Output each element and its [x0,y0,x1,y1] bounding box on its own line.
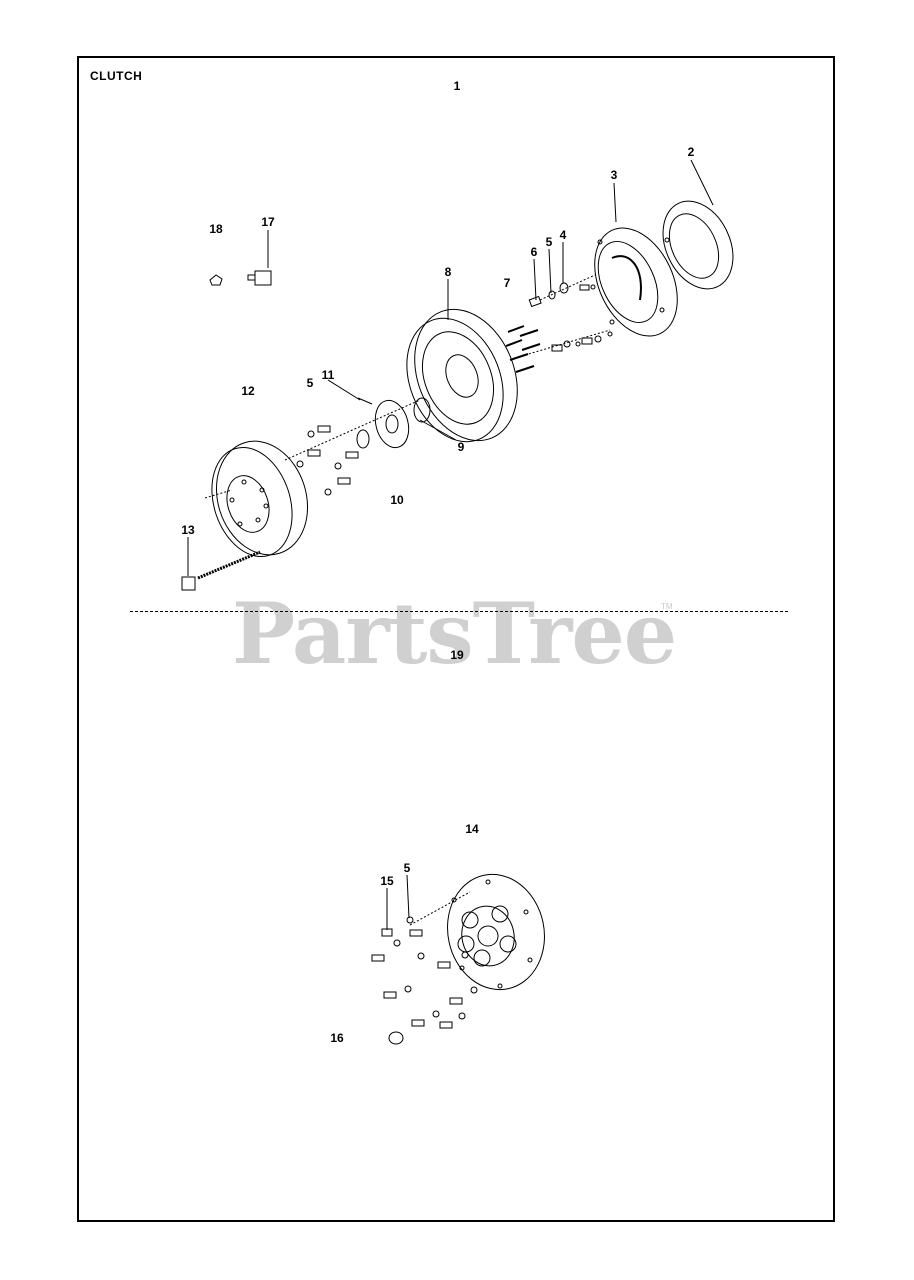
callout-8: 8 [444,265,452,279]
callout-5: 5 [306,376,314,390]
callout-10: 10 [390,493,404,507]
part-8-clutch-drum [406,279,518,443]
callout-6: 6 [530,245,538,259]
callout-11: 11 [321,368,335,382]
callout-14: 14 [465,822,479,836]
callout-18: 18 [209,222,223,236]
part-18-clip [209,274,223,286]
callout-3: 3 [610,168,618,182]
callout-5: 5 [403,861,411,875]
callout-1: 1 [453,79,461,93]
callout-15: 15 [380,874,394,888]
callout-17: 17 [261,215,275,229]
callout-5: 5 [545,235,553,249]
callout-9: 9 [457,440,465,454]
watermark-trademark: TM [661,602,673,611]
section-divider [130,611,788,612]
part-7-studs [505,325,541,373]
parts-4-5-6-fasteners [524,242,613,356]
part-9-hub [284,379,457,461]
callout-2: 2 [687,145,695,159]
part-12-flywheel [204,440,309,558]
callout-13: 13 [181,523,195,537]
part-10-bolts [296,425,359,496]
diagram-title: CLUTCH [90,69,143,83]
watermark-logo: PartsTree [232,584,677,683]
part-14-coupling [409,873,545,991]
callout-4: 4 [559,228,567,242]
part-15-bolts [371,874,478,1045]
diagram-frame [77,56,835,1222]
part-13-cable [181,537,261,591]
callout-16: 16 [330,1031,344,1045]
part-3-housing [594,182,678,337]
callout-12: 12 [241,384,255,398]
callout-7: 7 [503,276,511,290]
part-2-gasket [662,159,734,290]
part-17-switch [247,230,272,286]
callout-19: 19 [450,648,464,662]
